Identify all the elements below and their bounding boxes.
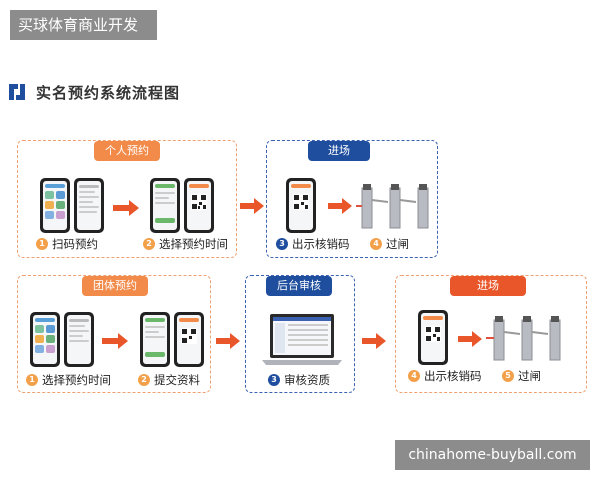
step-number: 3 <box>268 374 280 386</box>
step-review-qualification: 3 审核资质 <box>268 372 330 388</box>
step-select-time: 1 选择预约时间 <box>26 372 111 388</box>
phone-icon <box>286 178 316 233</box>
laptop-icon <box>262 314 342 365</box>
step-label: 审核资质 <box>284 373 330 387</box>
review-tag: 后台审核 <box>266 276 332 296</box>
step-number: 3 <box>276 238 288 250</box>
personal-booking-tag: 个人预约 <box>94 141 160 161</box>
step-number: 2 <box>138 374 150 386</box>
step-number: 4 <box>408 370 420 382</box>
arrow-right-icon <box>216 333 240 349</box>
arrow-right-icon <box>328 198 352 214</box>
logo-icon <box>7 82 27 102</box>
arrow-right-icon <box>240 198 264 214</box>
step-label: 选择预约时间 <box>159 237 228 251</box>
qr-code-icon <box>425 326 441 342</box>
step-number: 2 <box>143 238 155 250</box>
phone-icon <box>150 178 180 233</box>
qr-code-icon <box>181 328 197 344</box>
arrow-right-icon <box>113 200 139 216</box>
step-number: 1 <box>36 238 48 250</box>
team-booking-tag: 团体预约 <box>82 276 148 296</box>
step-pass-gate: 4 过闸 <box>370 236 409 252</box>
phone-icon <box>174 312 204 367</box>
step-show-code: 3 出示核销码 <box>276 236 350 252</box>
entry-tag-2: 进场 <box>450 276 526 296</box>
phone-icon <box>74 178 104 233</box>
phone-icon <box>418 310 448 365</box>
entry-group-2 <box>395 275 587 393</box>
step-pass-gate: 5 过闸 <box>502 368 541 384</box>
phone-icon <box>184 178 214 233</box>
arrow-right-icon <box>362 333 386 349</box>
phone-icon <box>40 178 70 233</box>
step-label: 出示核销码 <box>424 369 482 383</box>
step-submit-materials: 2 提交资料 <box>138 372 200 388</box>
step-select-time: 2 选择预约时间 <box>143 236 228 252</box>
entry-tag-1: 进场 <box>308 141 370 161</box>
step-number: 1 <box>26 374 38 386</box>
phone-icon <box>30 312 60 367</box>
step-label: 扫码预约 <box>52 237 98 251</box>
step-label: 过闸 <box>386 237 409 251</box>
review-group <box>245 275 355 393</box>
arrow-right-icon <box>458 331 482 347</box>
bottom-banner: chinahome-buyball.com <box>395 440 590 470</box>
step-show-code: 4 出示核销码 <box>408 368 482 384</box>
phone-icon <box>64 312 94 367</box>
personal-booking-group <box>17 140 237 258</box>
phone-icon <box>140 312 170 367</box>
turnstile-icon <box>486 316 561 361</box>
step-number: 4 <box>370 238 382 250</box>
turnstile-icon <box>356 184 429 229</box>
page-title: 实名预约系统流程图 <box>36 83 181 102</box>
step-scan-booking: 1 扫码预约 <box>36 236 98 252</box>
step-label: 出示核销码 <box>292 237 350 251</box>
arrow-right-icon <box>102 333 128 349</box>
step-label: 选择预约时间 <box>42 373 111 387</box>
step-number: 5 <box>502 370 514 382</box>
page-title-row: 实名预约系统流程图 <box>6 80 180 104</box>
qr-code-icon <box>293 194 309 210</box>
team-booking-group <box>17 275 211 393</box>
step-label: 提交资料 <box>154 373 200 387</box>
top-banner: 买球体育商业开发 <box>10 10 157 40</box>
qr-code-icon <box>191 194 207 210</box>
entry-group-1 <box>266 140 438 258</box>
step-label: 过闸 <box>518 369 541 383</box>
